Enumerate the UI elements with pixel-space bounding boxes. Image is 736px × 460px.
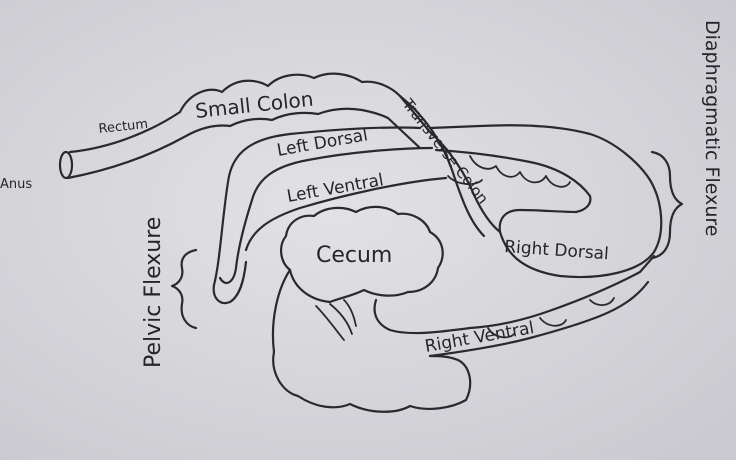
left-dorsal-outer-outline (212, 126, 422, 305)
label-rectum: Rectum (98, 117, 149, 137)
left-dorsal-inner-outline (218, 146, 434, 285)
anus-opening (58, 150, 74, 180)
left-ventral-lower-outline (244, 176, 448, 252)
diaphragmatic-flexure-brace (650, 150, 684, 260)
right-dorsal-sacculations (469, 155, 571, 188)
transverse-colon-outline-left (398, 94, 486, 238)
rectum-small-colon-upper-outline (68, 72, 432, 154)
right-ventral-colon-lower-outline (428, 280, 650, 358)
rectum-small-colon-lower-outline (66, 107, 422, 180)
label-cecum: Cecum (316, 243, 392, 268)
transverse-colon-outline-right (428, 130, 502, 234)
cecal-mesentery-folds (315, 299, 357, 341)
label-pelvic-flexure: Pelvic Flexure (141, 217, 166, 368)
cecum-outline (280, 205, 444, 304)
cecum-body-outline (271, 268, 472, 413)
label-anus: Anus (0, 177, 32, 192)
right-dorsal-colon-outline (428, 124, 663, 279)
pelvic-flexure-brace (170, 248, 198, 330)
right-ventral-sacculations (487, 297, 615, 339)
right-dorsal-sacculations-lower (447, 175, 483, 185)
right-ventral-colon-outline (373, 254, 656, 335)
label-diaphragmatic-flexure: Diaphragmatic Flexure (701, 20, 723, 236)
